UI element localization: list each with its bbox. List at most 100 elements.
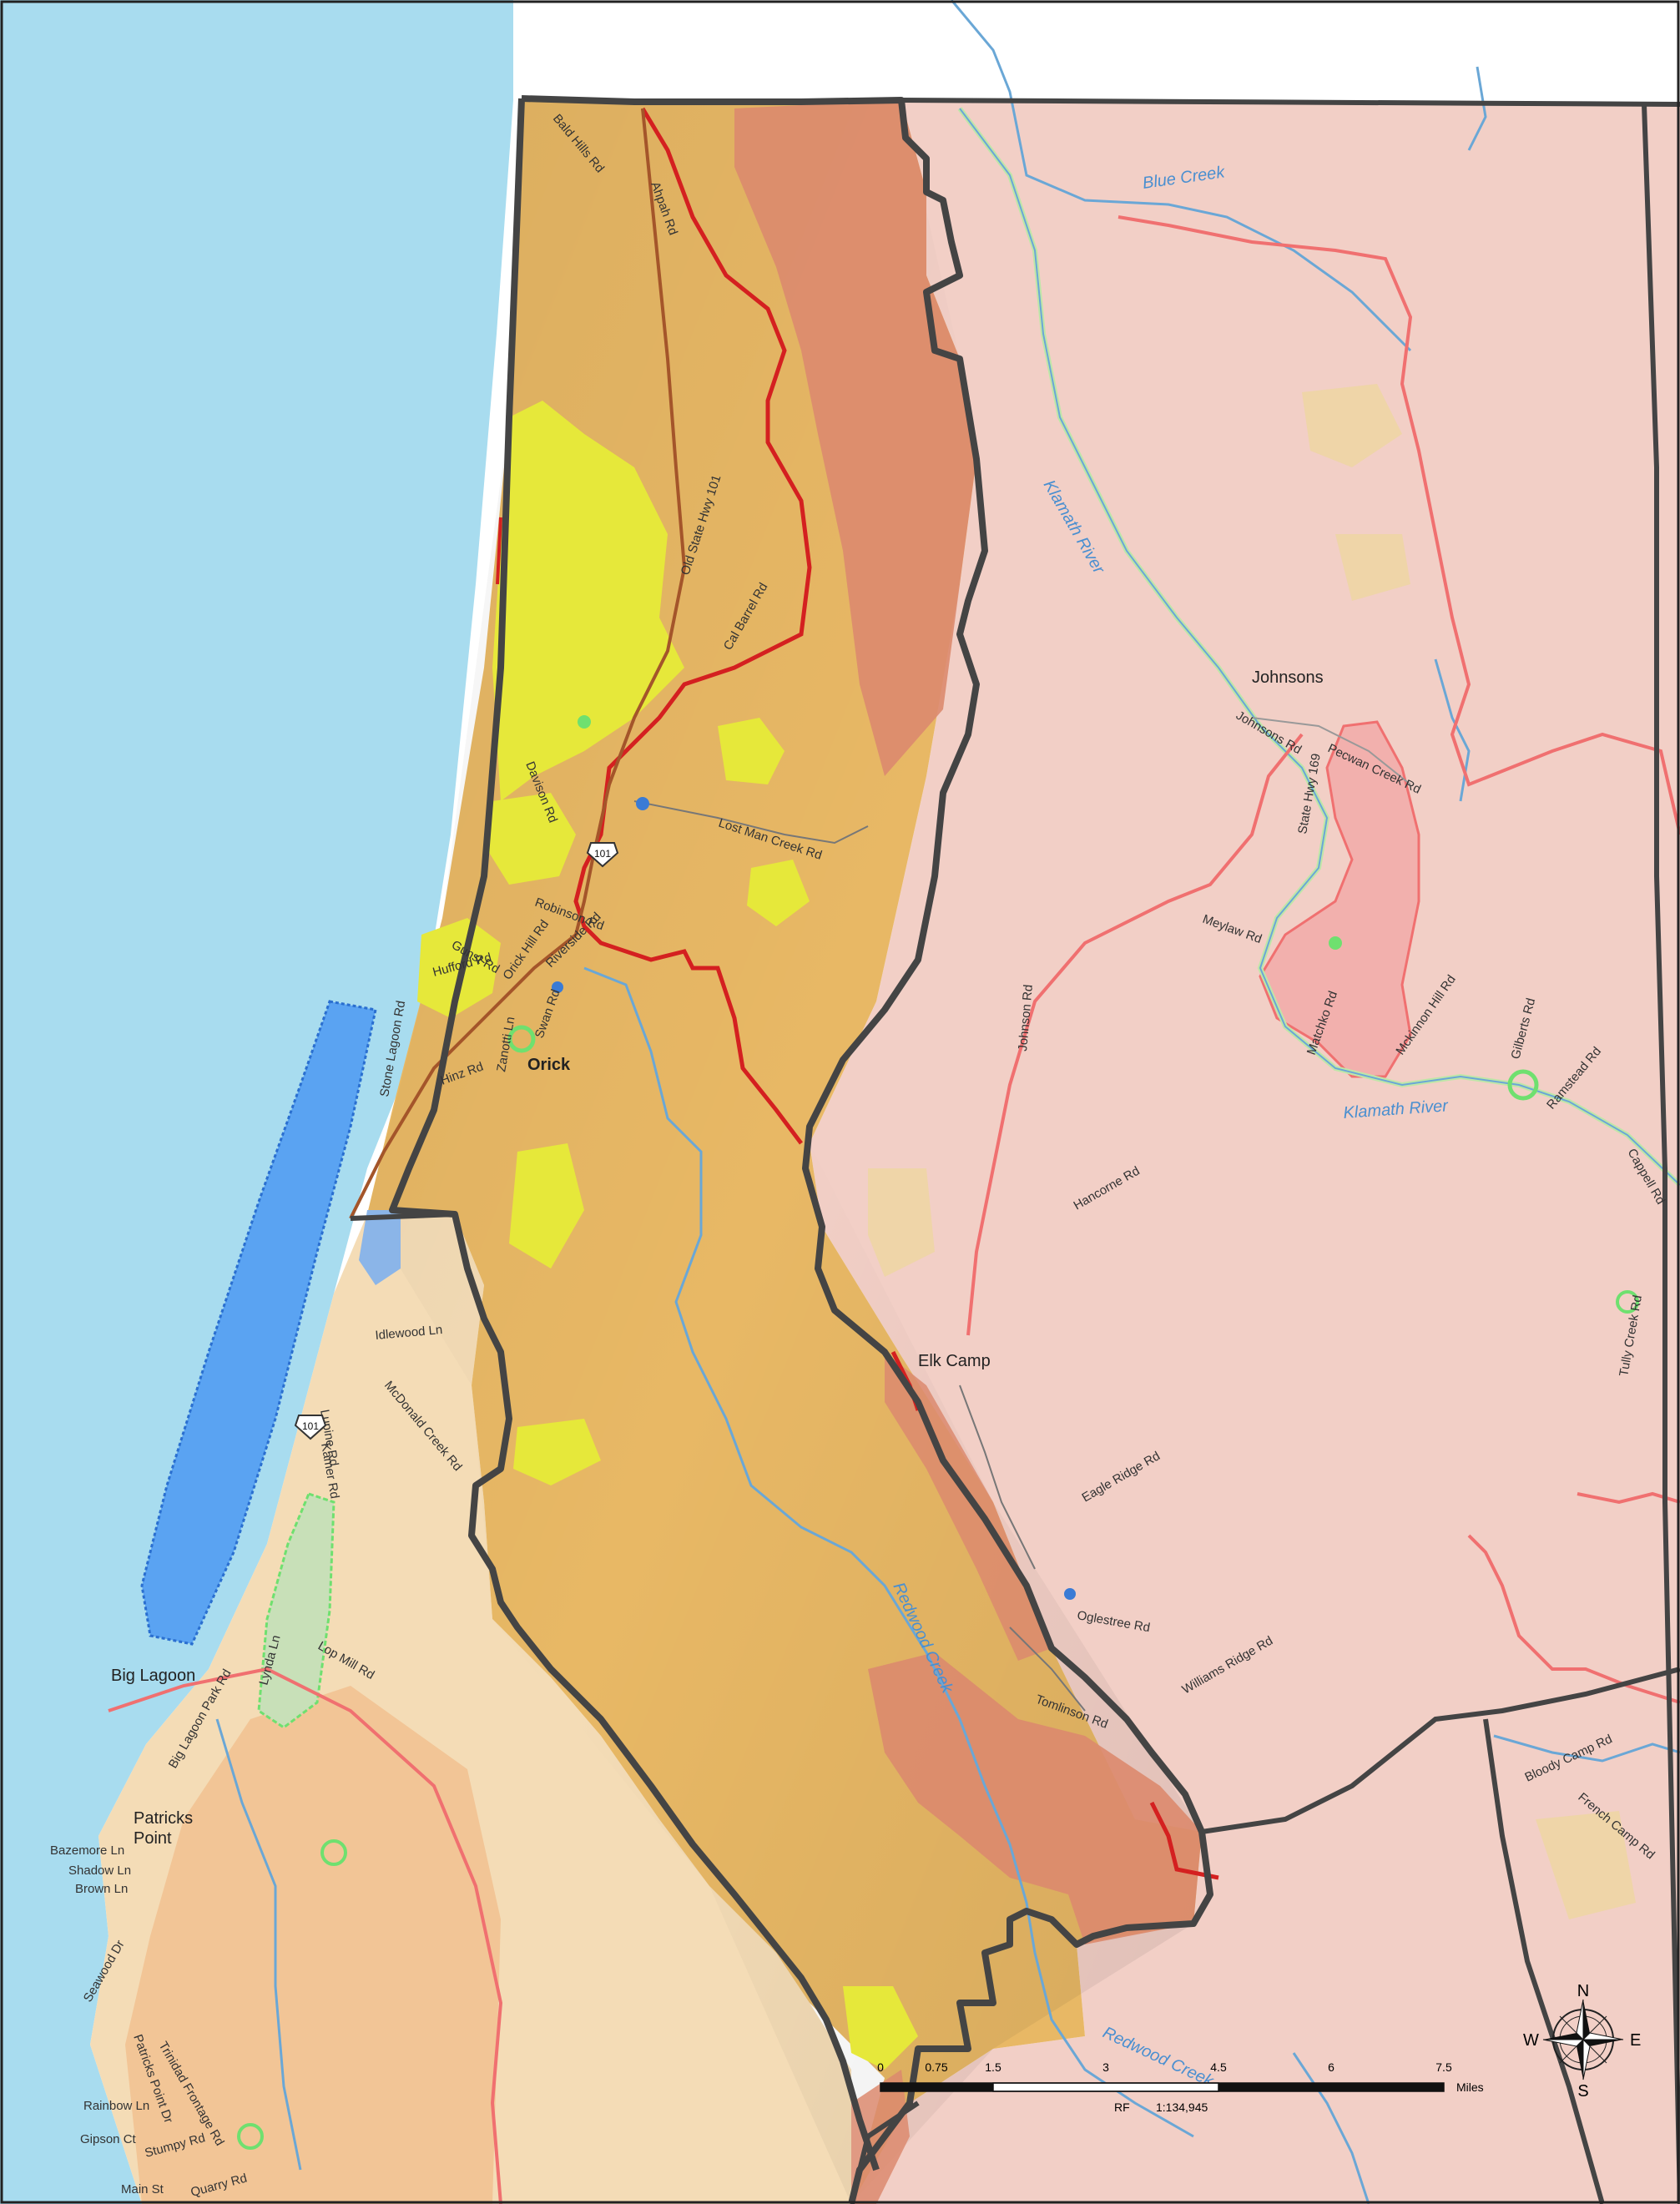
scale-bar: 0 0.75 1.5 3 4.5 6 7.5 Miles RF 1:134,94…	[877, 2060, 1484, 2114]
stream-east-1	[1467, 66, 1487, 151]
compass-e-label: E	[1630, 2031, 1641, 2050]
blue-marker-2	[552, 981, 563, 993]
stone-lagoon	[140, 1000, 377, 1646]
green-feature-5	[1329, 936, 1342, 950]
road-label: Bazemore Ln	[50, 1843, 124, 1858]
place-johnsons: Johnsons	[1252, 668, 1324, 687]
zone-moderate-patch-4	[509, 1143, 584, 1268]
place-elk-camp: Elk Camp	[918, 1352, 991, 1370]
road-label: Gipson Ct	[80, 2132, 137, 2146]
klamath-river-blue	[959, 108, 1680, 1186]
place-big-lagoon: Big Lagoon	[111, 1667, 195, 1685]
green-feature-6	[320, 1839, 347, 1866]
county-boundary-coastal-cut	[350, 1212, 456, 1221]
zone-faded-southwest-high	[125, 1686, 501, 2204]
county-boundary-southeast-2	[1483, 1718, 1605, 2204]
green-feature-2	[1507, 1069, 1539, 1101]
compass-needle-south	[1577, 2040, 1583, 2080]
faded-fire-line-north-east	[1117, 215, 1680, 835]
road-bald-hills	[959, 1384, 1036, 1570]
scale-rf-value: 1:134,945	[1156, 2101, 1208, 2114]
svg-text:101: 101	[594, 848, 611, 860]
redwood-creek-river	[583, 966, 1194, 2138]
compass-n-label: N	[1577, 1982, 1589, 2000]
faded-fire-line-southwest	[108, 1667, 503, 2204]
compass-s-label: S	[1577, 2082, 1588, 2101]
scale-bar-segment	[880, 2082, 1445, 2092]
county-boundary-southeast-1	[1201, 1667, 1680, 1834]
blue-marker-1	[636, 797, 649, 810]
scale-tick-label: 0	[877, 2060, 884, 2074]
zone-moderate-patch-1	[488, 793, 576, 885]
stream-south	[1292, 2052, 1370, 2204]
zone-faded-moderate-east-2	[1335, 534, 1410, 601]
road-label: Idlewood Ln	[375, 1323, 443, 1343]
blue-creek-stream	[950, 0, 1412, 352]
scale-rf-label: RF	[1114, 2101, 1130, 2114]
zone-moderate-orick	[417, 918, 501, 1018]
county-boundary-south	[849, 2101, 920, 2204]
road-label: Shadow Ln	[68, 1864, 131, 1878]
outside-area-north	[513, 0, 1680, 104]
road-tomlinson	[1009, 1627, 1086, 1712]
zone-faded-moderate-east-1	[1302, 384, 1402, 467]
scale-tick-label: 7.5	[1435, 2060, 1452, 2074]
zone-faded-fire-polygon	[1259, 720, 1420, 1078]
zone-high-north	[734, 100, 976, 776]
zone-moderate-patch-2	[718, 718, 785, 784]
scale-tick-label: 6	[1328, 2060, 1334, 2074]
us-101	[349, 108, 687, 1219]
green-feature-3	[1616, 1290, 1639, 1314]
us101-shield-north: 101	[586, 842, 619, 868]
scale-bar-segment	[992, 2082, 1219, 2092]
green-feature-7	[237, 2123, 264, 2150]
road-label: Main St	[121, 2182, 164, 2196]
compass-rose: N S E W	[1523, 1982, 1641, 2101]
fresh-water-lagoon	[359, 1210, 401, 1285]
place-label-line: Point	[134, 1829, 172, 1848]
green-feature-4	[578, 715, 591, 729]
svg-text:101: 101	[302, 1420, 319, 1432]
scale-tick-label: 4.5	[1210, 2060, 1227, 2074]
blue-marker-3	[1064, 1588, 1076, 1600]
scale-bar-segment	[880, 2083, 993, 2091]
green-feature-1	[507, 1025, 536, 1053]
scale-bar-segment	[1218, 2083, 1444, 2091]
zone-moderate-patch-3	[747, 860, 810, 926]
road-lost-man-creek	[633, 800, 869, 845]
place-orick: Orick	[527, 1056, 571, 1074]
scale-tick-label: 3	[1102, 2060, 1109, 2074]
county-boundary-west	[389, 98, 880, 2171]
zone-high-south	[868, 1652, 1202, 1944]
compass-needle-east	[1583, 2040, 1623, 2046]
fire-line-coast	[496, 517, 502, 585]
big-lagoon	[257, 1492, 335, 1729]
us101-shield-south: 101	[294, 1415, 327, 1440]
road-label: Johnson Rd	[1016, 984, 1036, 1052]
road-label: Rainbow Ln	[83, 2099, 149, 2113]
county-boundary-east	[1642, 103, 1680, 2204]
county-boundary-northeast	[901, 98, 1680, 107]
ocean	[0, 0, 513, 2204]
fire-line-north	[573, 107, 812, 1145]
compass-needle-west	[1543, 2033, 1583, 2040]
scale-tick-label: 0.75	[925, 2060, 947, 2074]
zone-faded-east	[810, 100, 1680, 2204]
zone-faded-moderate-east-3	[868, 1168, 935, 1277]
compass-w-label: W	[1523, 2031, 1539, 2050]
scale-unit-label: Miles	[1456, 2080, 1484, 2094]
zone-moderate-patch-6	[843, 1986, 918, 2070]
zone-moderate-northwest	[492, 401, 684, 801]
road-label: Brown Ln	[75, 1882, 128, 1896]
compass-needle-north	[1583, 2000, 1590, 2040]
scale-tick-label: 1.5	[985, 2060, 1001, 2074]
place-label-line: Patricks	[134, 1809, 193, 1828]
zone-moderate-patch-5	[513, 1419, 601, 1485]
faded-fire-line-johnson-rd	[966, 733, 1304, 1336]
county-boundary-outline	[521, 95, 1213, 2204]
stream-southwest	[215, 1718, 302, 2171]
road-johnsons	[1251, 717, 1411, 785]
